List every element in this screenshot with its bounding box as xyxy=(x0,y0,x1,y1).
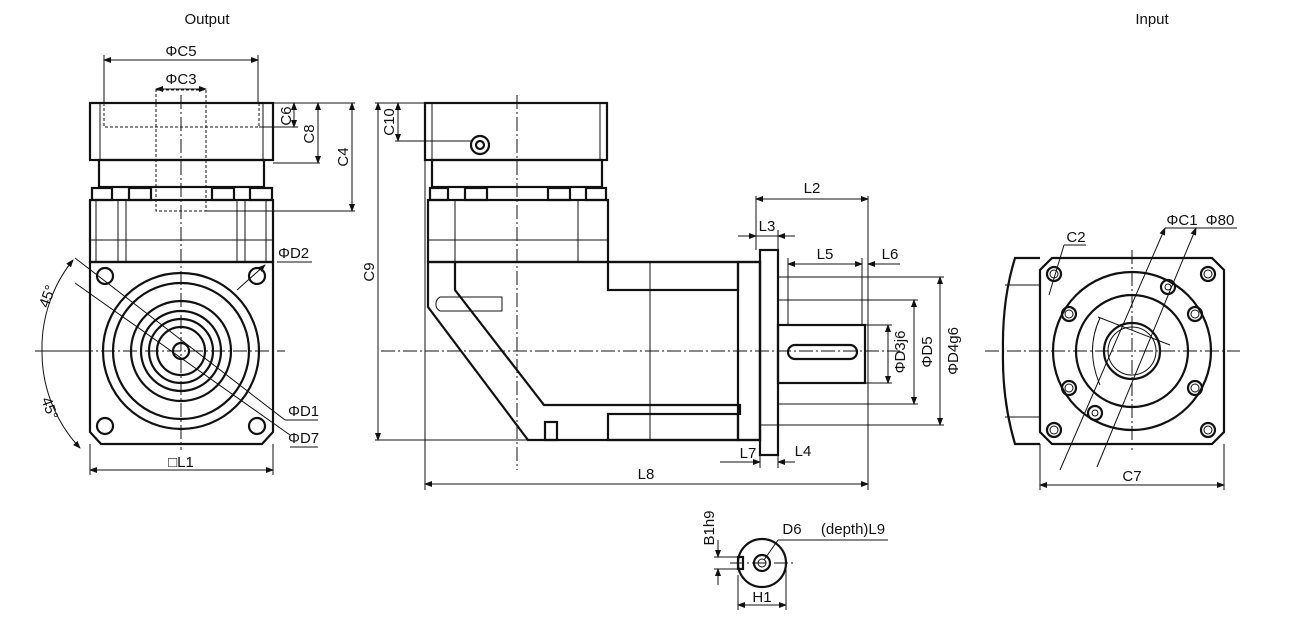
input-view-title: Input xyxy=(1135,11,1169,28)
output-view xyxy=(35,55,355,475)
dim-l5: L5 xyxy=(817,246,834,263)
dim-l8: L8 xyxy=(638,466,655,483)
dim-d5: ΦD5 xyxy=(919,336,936,367)
angle-top: 45° xyxy=(36,283,60,310)
dim-d4: ΦD4g6 xyxy=(945,327,962,375)
dim-l1: □L1 xyxy=(168,454,194,471)
dim-h1: H1 xyxy=(752,589,771,606)
dim-d2: ΦD2 xyxy=(278,245,309,262)
dim-l6: L6 xyxy=(882,246,899,263)
dim-c5: ΦC5 xyxy=(165,43,196,60)
side-view xyxy=(375,95,944,490)
dim-l3: L3 xyxy=(759,218,776,235)
output-view-title: Output xyxy=(184,11,230,28)
dim-c9: C9 xyxy=(361,262,378,281)
dim-c6: C6 xyxy=(278,106,295,125)
dim-l7: L7 xyxy=(740,445,757,462)
dim-c8: C8 xyxy=(301,124,318,143)
dim-d3: ΦD3j6 xyxy=(892,331,909,374)
dim-l4: L4 xyxy=(795,443,812,460)
dim-l2: L2 xyxy=(804,180,821,197)
input-shaft-detail xyxy=(714,537,888,610)
dim-d7: ΦD7 xyxy=(288,430,319,447)
dim-c3: ΦC3 xyxy=(165,71,196,88)
input-bolt-holes xyxy=(1045,265,1217,439)
dim-c10: C10 xyxy=(381,108,398,136)
angle-bottom: 45° xyxy=(37,395,61,422)
input-view xyxy=(985,227,1240,490)
dim-c4: C4 xyxy=(335,147,352,166)
dim-l9: (depth)L9 xyxy=(821,521,885,538)
dim-c2: C2 xyxy=(1066,229,1085,246)
dim-d1: ΦD1 xyxy=(288,403,319,420)
dim-d6: D6 xyxy=(782,521,801,538)
dim-b1: B1h9 xyxy=(701,510,718,545)
dim-phi80: Φ80 xyxy=(1206,212,1235,229)
dim-c7: C7 xyxy=(1122,468,1141,485)
dim-c1: ΦC1 xyxy=(1166,212,1197,229)
